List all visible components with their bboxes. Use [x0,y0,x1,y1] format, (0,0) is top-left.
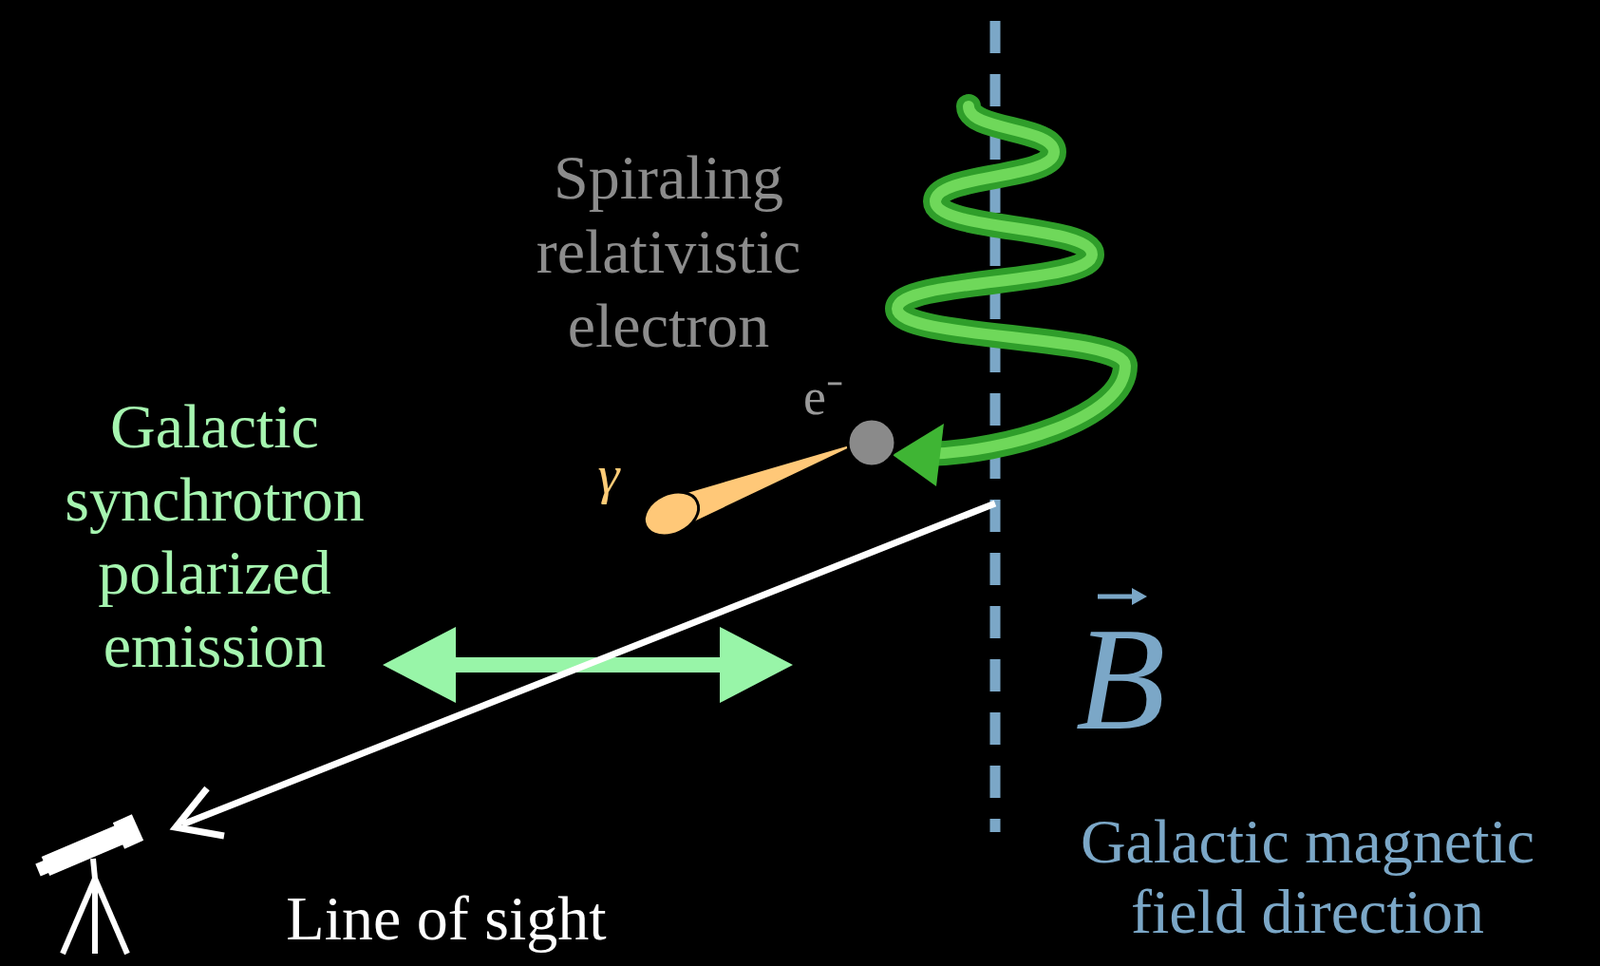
photon [637,442,860,545]
electron-label: Spiraling relativistic electron [488,140,849,363]
vector-arrow [1097,587,1148,605]
field-label: Galactic magnetic field direction [1020,806,1595,947]
particle-symbol: e⁻ [797,368,849,426]
electron-dot [847,418,896,467]
sight-label: Line of sight [237,881,656,955]
telescope-icon [37,827,138,954]
field-symbol: B [1072,605,1168,753]
emission-label: Galactic synchrotron polarized emission [7,389,422,682]
helix-path [892,106,1126,487]
field-line [990,20,1001,832]
photon-symbol: γ [586,444,631,506]
